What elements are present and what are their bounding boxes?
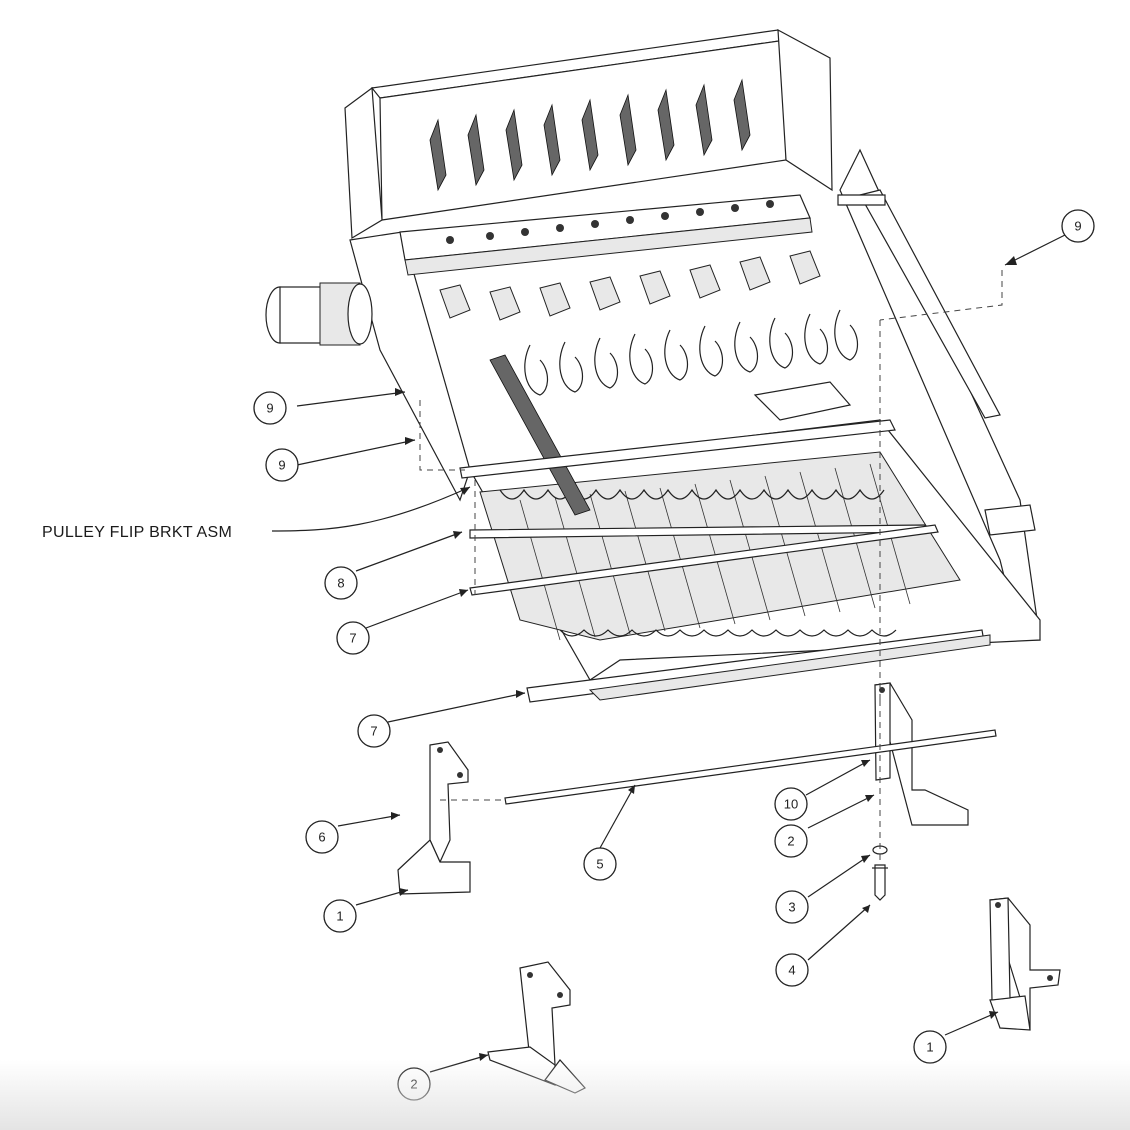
callout-1-left: 1	[323, 899, 357, 933]
main-frame-assembly	[265, 28, 1041, 681]
callout-number: 9	[266, 401, 273, 416]
callout-1-right: 1	[913, 1030, 947, 1064]
callout-number: 4	[788, 963, 795, 978]
pulley-flip-bracket-label: PULLEY FLIP BRKT ASM	[42, 524, 232, 541]
bottom-fade-overlay	[0, 1060, 1130, 1130]
callout-number: 2	[787, 834, 794, 849]
callout-9-left-upper: 9	[253, 391, 287, 425]
callout-3: 3	[775, 890, 809, 924]
right-bottom-bracket-1	[989, 897, 1061, 1031]
alignment-lines	[419, 270, 1003, 860]
callout-number: 9	[278, 458, 285, 473]
callout-2-right: 2	[774, 824, 808, 858]
callout-number: 1	[926, 1040, 933, 1055]
callout-7-upper: 7	[336, 621, 370, 655]
right-bracket-2	[874, 682, 969, 826]
callout-number: 1	[336, 909, 343, 924]
callout-7-lower: 7	[357, 714, 391, 748]
callout-number: 7	[370, 724, 377, 739]
callout-number: 6	[318, 830, 325, 845]
callout-number: 3	[788, 900, 795, 915]
callout-10: 10	[774, 787, 808, 821]
callout-number: 8	[337, 576, 344, 591]
rail-parts	[459, 419, 991, 703]
callout-4: 4	[775, 953, 809, 987]
callout-9-left-lower: 9	[265, 448, 299, 482]
callout-9-right: 9	[1061, 209, 1095, 243]
callout-6: 6	[305, 820, 339, 854]
motor	[265, 282, 373, 346]
shaft-5	[504, 729, 997, 805]
callout-number: 7	[349, 631, 356, 646]
leader-arrows	[391, 256, 1017, 1061]
left-bracket-1	[397, 741, 471, 895]
callout-number: 9	[1074, 219, 1081, 234]
callout-8: 8	[324, 566, 358, 600]
callout-number: 10	[784, 797, 798, 812]
callout-number: 5	[596, 857, 603, 872]
callout-5: 5	[583, 847, 617, 881]
